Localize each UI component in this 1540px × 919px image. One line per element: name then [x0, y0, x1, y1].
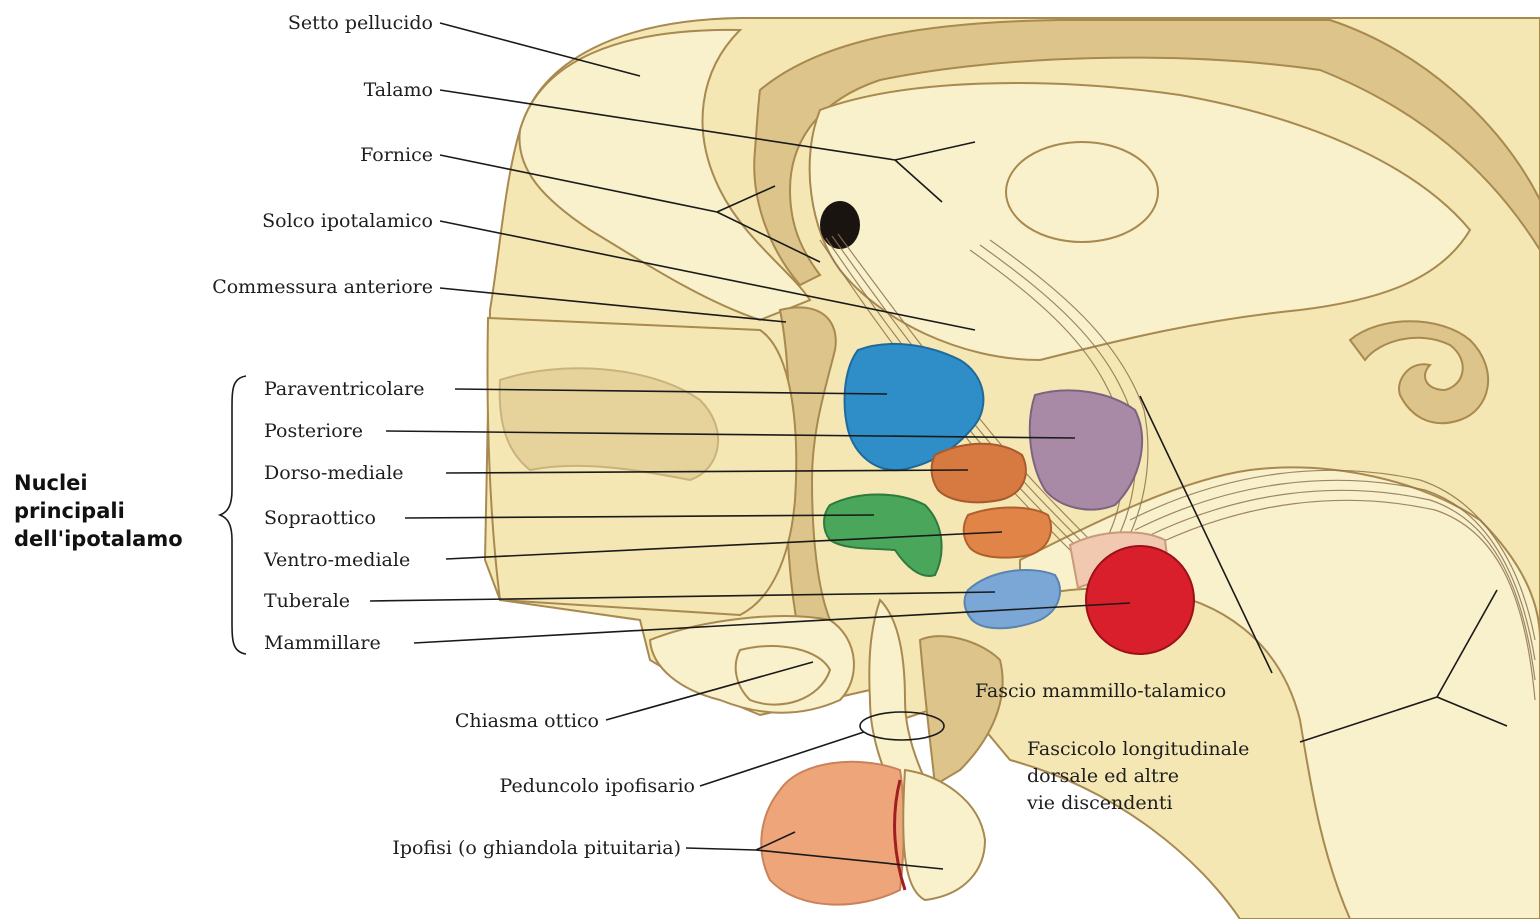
mammillary-body [1086, 546, 1194, 654]
leader-ipofisi [686, 848, 756, 850]
label-chiasma-ottico: Chiasma ottico [455, 710, 599, 732]
group-label-line1: Nuclei [14, 471, 88, 495]
label-fascio-mammillo-talamico: Fascio mammillo-talamico [975, 680, 1226, 702]
nuclei-brace [220, 376, 246, 654]
dorsomedial-nucleus [932, 444, 1026, 503]
label-mammillare: Mammillare [264, 632, 381, 654]
label-ventro-mediale: Ventro-mediale [263, 549, 410, 571]
label-fascicolo-line3: vie discendenti [1026, 792, 1173, 814]
label-solco-ipotalamico: Solco ipotalamico [262, 210, 433, 232]
label-posteriore: Posteriore [264, 420, 363, 442]
label-dorso-mediale: Dorso-mediale [264, 462, 404, 484]
label-commessura-anteriore: Commessura anteriore [212, 276, 433, 298]
group-label-line2: principali [14, 499, 125, 523]
pituitary-stalk-right [920, 636, 1003, 785]
label-setto-pellucido: Setto pellucido [288, 12, 433, 34]
label-sopraottico: Sopraottico [264, 507, 376, 529]
posterior-pituitary-shape [903, 770, 985, 900]
label-talamo: Talamo [364, 79, 433, 101]
label-ipofisi: Ipofisi (o ghiandola pituitaria) [392, 837, 681, 859]
anterior-pituitary-shape [761, 762, 903, 905]
massa-intermedia [1006, 142, 1158, 242]
label-fascicolo-line1: Fascicolo longitudinale [1027, 738, 1249, 760]
label-tuberale: Tuberale [264, 590, 350, 612]
interventricular-foramen [820, 201, 860, 249]
label-fornice: Fornice [360, 144, 433, 166]
label-fascicolo-line2: dorsale ed altre [1027, 765, 1179, 787]
label-peduncolo-ipofisario: Peduncolo ipofisario [500, 775, 695, 797]
posterior-nucleus [1030, 390, 1142, 509]
label-paraventricolare: Paraventricolare [264, 378, 425, 400]
group-label-line3: dell'ipotalamo [14, 527, 183, 551]
